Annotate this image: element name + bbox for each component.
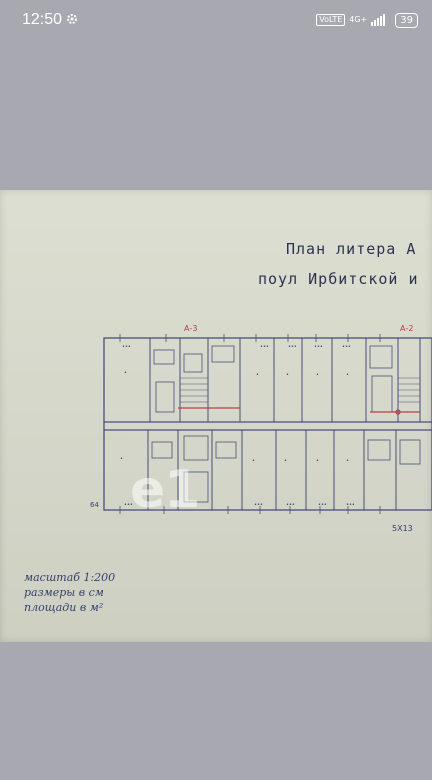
- scale-legend: масштаб 1:200 размеры в см площади в м²: [24, 570, 115, 615]
- svg-text:•••: •••: [346, 502, 355, 508]
- svg-text:•: •: [124, 370, 127, 376]
- svg-text:•: •: [346, 458, 349, 464]
- plan-subtitle: поул Ирбитской и: [258, 270, 419, 288]
- paper-shade: [0, 190, 432, 642]
- plan-title: План литера А: [286, 240, 417, 258]
- network-type: 4G+: [349, 15, 368, 24]
- svg-text:•••: •••: [260, 344, 269, 350]
- svg-text:•••: •••: [314, 344, 323, 350]
- image-viewer[interactable]: План литера А поул Ирбитской и: [0, 40, 432, 780]
- volte-icon: VoLTE: [316, 14, 346, 26]
- legend-line: масштаб 1:200: [24, 571, 116, 584]
- battery-icon: 39: [395, 12, 418, 28]
- svg-text:•: •: [316, 372, 319, 378]
- svg-text:•: •: [120, 456, 123, 462]
- legend-line: площади в м²: [24, 601, 104, 614]
- legend-line: размеры в см: [24, 586, 104, 599]
- svg-text:•: •: [316, 458, 319, 464]
- signal-icon: [371, 14, 386, 26]
- svg-text:•: •: [256, 372, 259, 378]
- svg-text:•••: •••: [342, 344, 351, 350]
- svg-text:•••: •••: [254, 502, 263, 508]
- watermark-logo: e1: [130, 460, 200, 520]
- svg-text:•: •: [286, 372, 289, 378]
- status-bar: 12:50 VoLTE 4G+ 39: [0, 0, 432, 40]
- svg-text:•••: •••: [286, 502, 295, 508]
- mark-corner-number: 5Х13: [392, 524, 413, 533]
- gear-icon: [67, 14, 77, 24]
- mark-a3: А-3: [184, 324, 198, 333]
- svg-text:•••: •••: [124, 502, 133, 508]
- svg-text:•••: •••: [318, 502, 327, 508]
- mark-left-number: 64: [90, 501, 99, 509]
- svg-text:•: •: [284, 458, 287, 464]
- floor-plan-photo[interactable]: План литера А поул Ирбитской и: [0, 190, 432, 642]
- floor-plan-drawing: ••••••••• •••••• ••• •• ••• •• •••••••••…: [103, 334, 432, 514]
- svg-text:•••: •••: [122, 344, 131, 350]
- svg-text:•: •: [346, 372, 349, 378]
- svg-text:•: •: [252, 458, 255, 464]
- mark-a2: А-2: [400, 324, 414, 333]
- svg-text:•••: •••: [288, 344, 297, 350]
- status-icons: VoLTE 4G+ 39: [316, 11, 418, 29]
- clock: 12:50: [22, 11, 63, 28]
